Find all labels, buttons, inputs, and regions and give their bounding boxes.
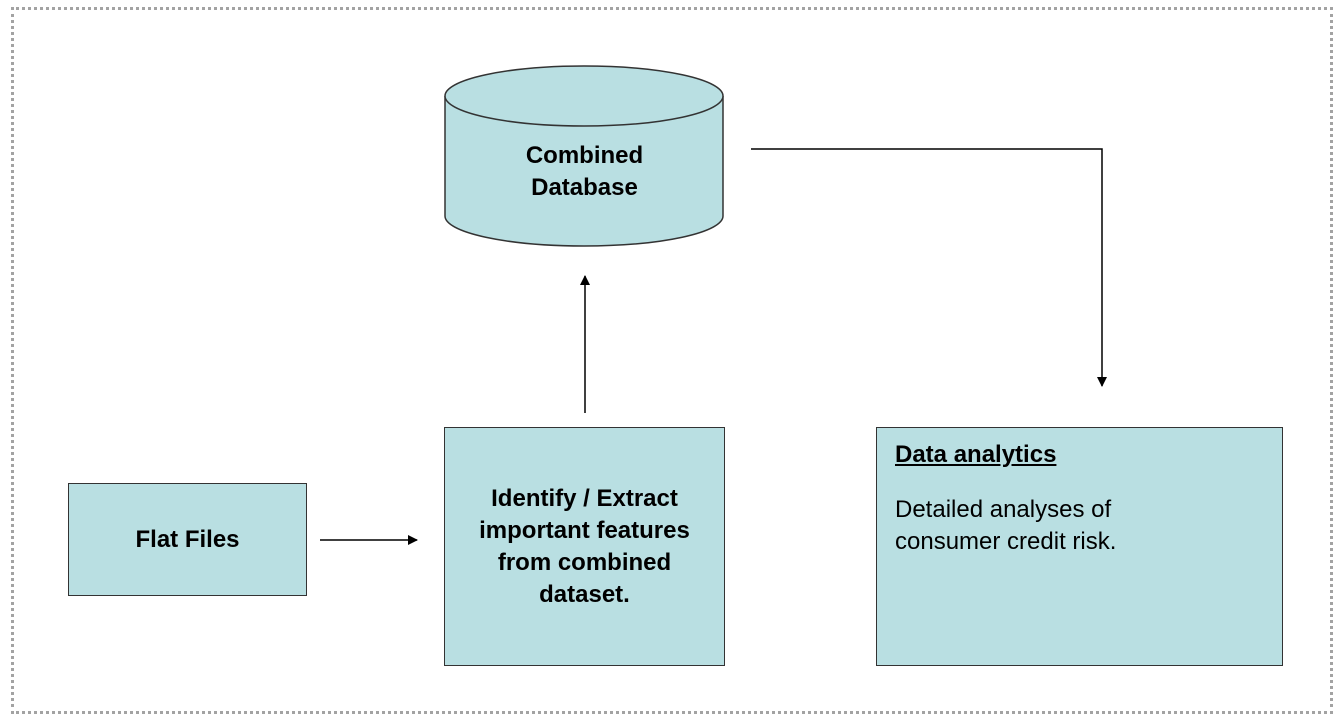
database-cylinder [444,65,724,247]
diagram-frame [11,7,1333,714]
database-label-line2: Database [531,174,638,201]
data-analytics-title: Data analytics [895,441,1057,468]
extract-features-label: Identify / Extract important features fr… [479,484,690,608]
database-label-line1: Combined [525,142,644,169]
flat-files-label: Flat Files [135,525,240,553]
extract-features-node: Identify / Extract important features fr… [444,427,725,666]
data-analytics-description: Detailed analyses of consumer credit ris… [895,496,1117,555]
arrow-database-to-analytics [751,148,1107,387]
data-analytics-node: Data analytics Detailed analyses of cons… [876,427,1283,666]
flat-files-node: Flat Files [68,483,307,596]
database-label: Combined Database [444,140,725,204]
